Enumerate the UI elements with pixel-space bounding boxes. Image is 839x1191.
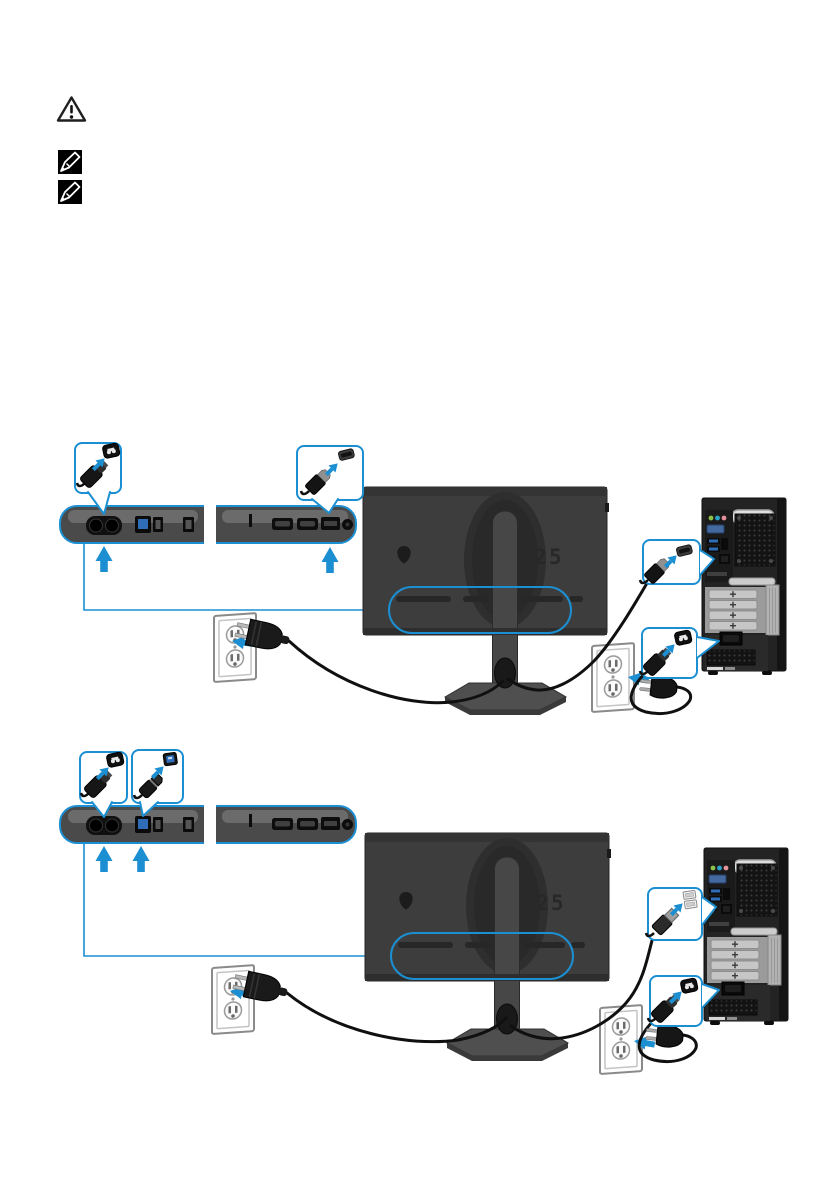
power-port-arrow (95, 546, 113, 572)
monitor-rear-view (364, 832, 612, 1062)
usb-b-port-arrow (132, 846, 150, 872)
power-port-arrow (95, 846, 113, 872)
note-admonition (58, 150, 82, 174)
pencil-icon (60, 151, 81, 172)
pencil-icon (60, 181, 81, 202)
figure-1-hdmi-and-power (59, 442, 787, 716)
callout-power-to-monitor (74, 442, 122, 515)
callout-leader-line (83, 842, 391, 957)
wall-outlet (598, 1004, 644, 1076)
power-inlet-icon (673, 629, 693, 647)
usb-b-port-icon (162, 751, 179, 767)
callout-power-to-computer (646, 975, 720, 1027)
callout-power-to-computer (638, 627, 720, 679)
callout-usb-b-to-monitor (131, 749, 184, 817)
monitor-power-cable (285, 991, 508, 1044)
power-inlet-icon (679, 977, 699, 995)
callout-hdmi-to-computer (638, 539, 715, 586)
callout-usb-a-to-computer (644, 887, 717, 941)
callout-leader-line (83, 543, 389, 611)
hdmi-cable (506, 576, 652, 692)
power-inlet-icon (101, 442, 121, 460)
note-admonition (58, 180, 82, 204)
power-inlet-icon (105, 751, 125, 769)
warning-admonition (56, 96, 87, 122)
callout-power-to-monitor (79, 751, 128, 818)
desktop-computer-rear (703, 847, 789, 1026)
computer-power-cable (637, 1016, 698, 1063)
desktop-computer-rear (701, 497, 787, 676)
figure-2-usb-and-power (59, 749, 789, 1076)
wall-outlet (590, 642, 636, 714)
video-port-arrow (321, 547, 339, 573)
callout-hdmi-to-monitor (296, 445, 364, 514)
computer-power-cable (629, 668, 693, 715)
monitor-power-cable (287, 639, 505, 705)
usb-upstream-cable (509, 928, 657, 1041)
